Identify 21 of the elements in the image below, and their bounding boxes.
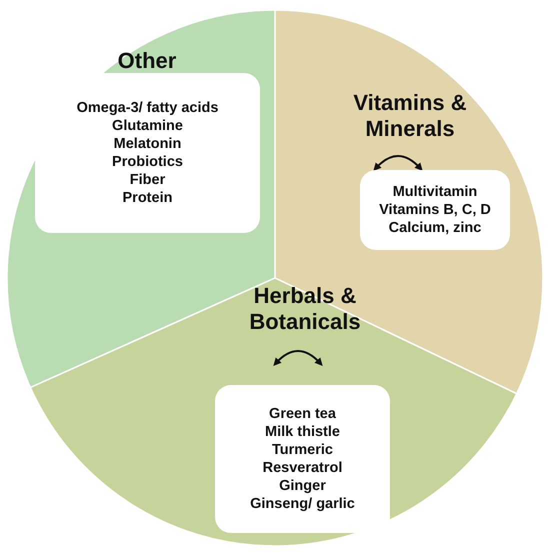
list-item: Melatonin (114, 134, 182, 153)
list-item: Protein (122, 189, 172, 208)
list-item: Ginseng/ garlic (250, 495, 355, 514)
list-item: Glutamine (112, 116, 183, 135)
list-item: Fiber (130, 171, 166, 190)
list-item: Vitamins B, C, D (379, 200, 491, 220)
sector-heading: Vitamins & Minerals (352, 90, 468, 143)
list-card (360, 170, 510, 250)
list-item: Omega-3/ fatty acids (76, 98, 218, 117)
list-item: Probiotics (112, 153, 183, 172)
list-card (215, 385, 390, 533)
list-item: Green tea (269, 404, 336, 423)
list-card (35, 73, 260, 233)
list-item: Multivitamin (392, 182, 478, 201)
list-item: Resveratrol (262, 459, 342, 478)
list-item: Ginger (279, 477, 326, 496)
sector-heading: Herbals & Botanicals (248, 283, 362, 336)
list-item: Calcium, zinc (388, 219, 482, 238)
sector-heading: Other (116, 48, 178, 74)
list-item: Turmeric (272, 440, 333, 459)
list-item: Milk thistle (265, 422, 340, 441)
